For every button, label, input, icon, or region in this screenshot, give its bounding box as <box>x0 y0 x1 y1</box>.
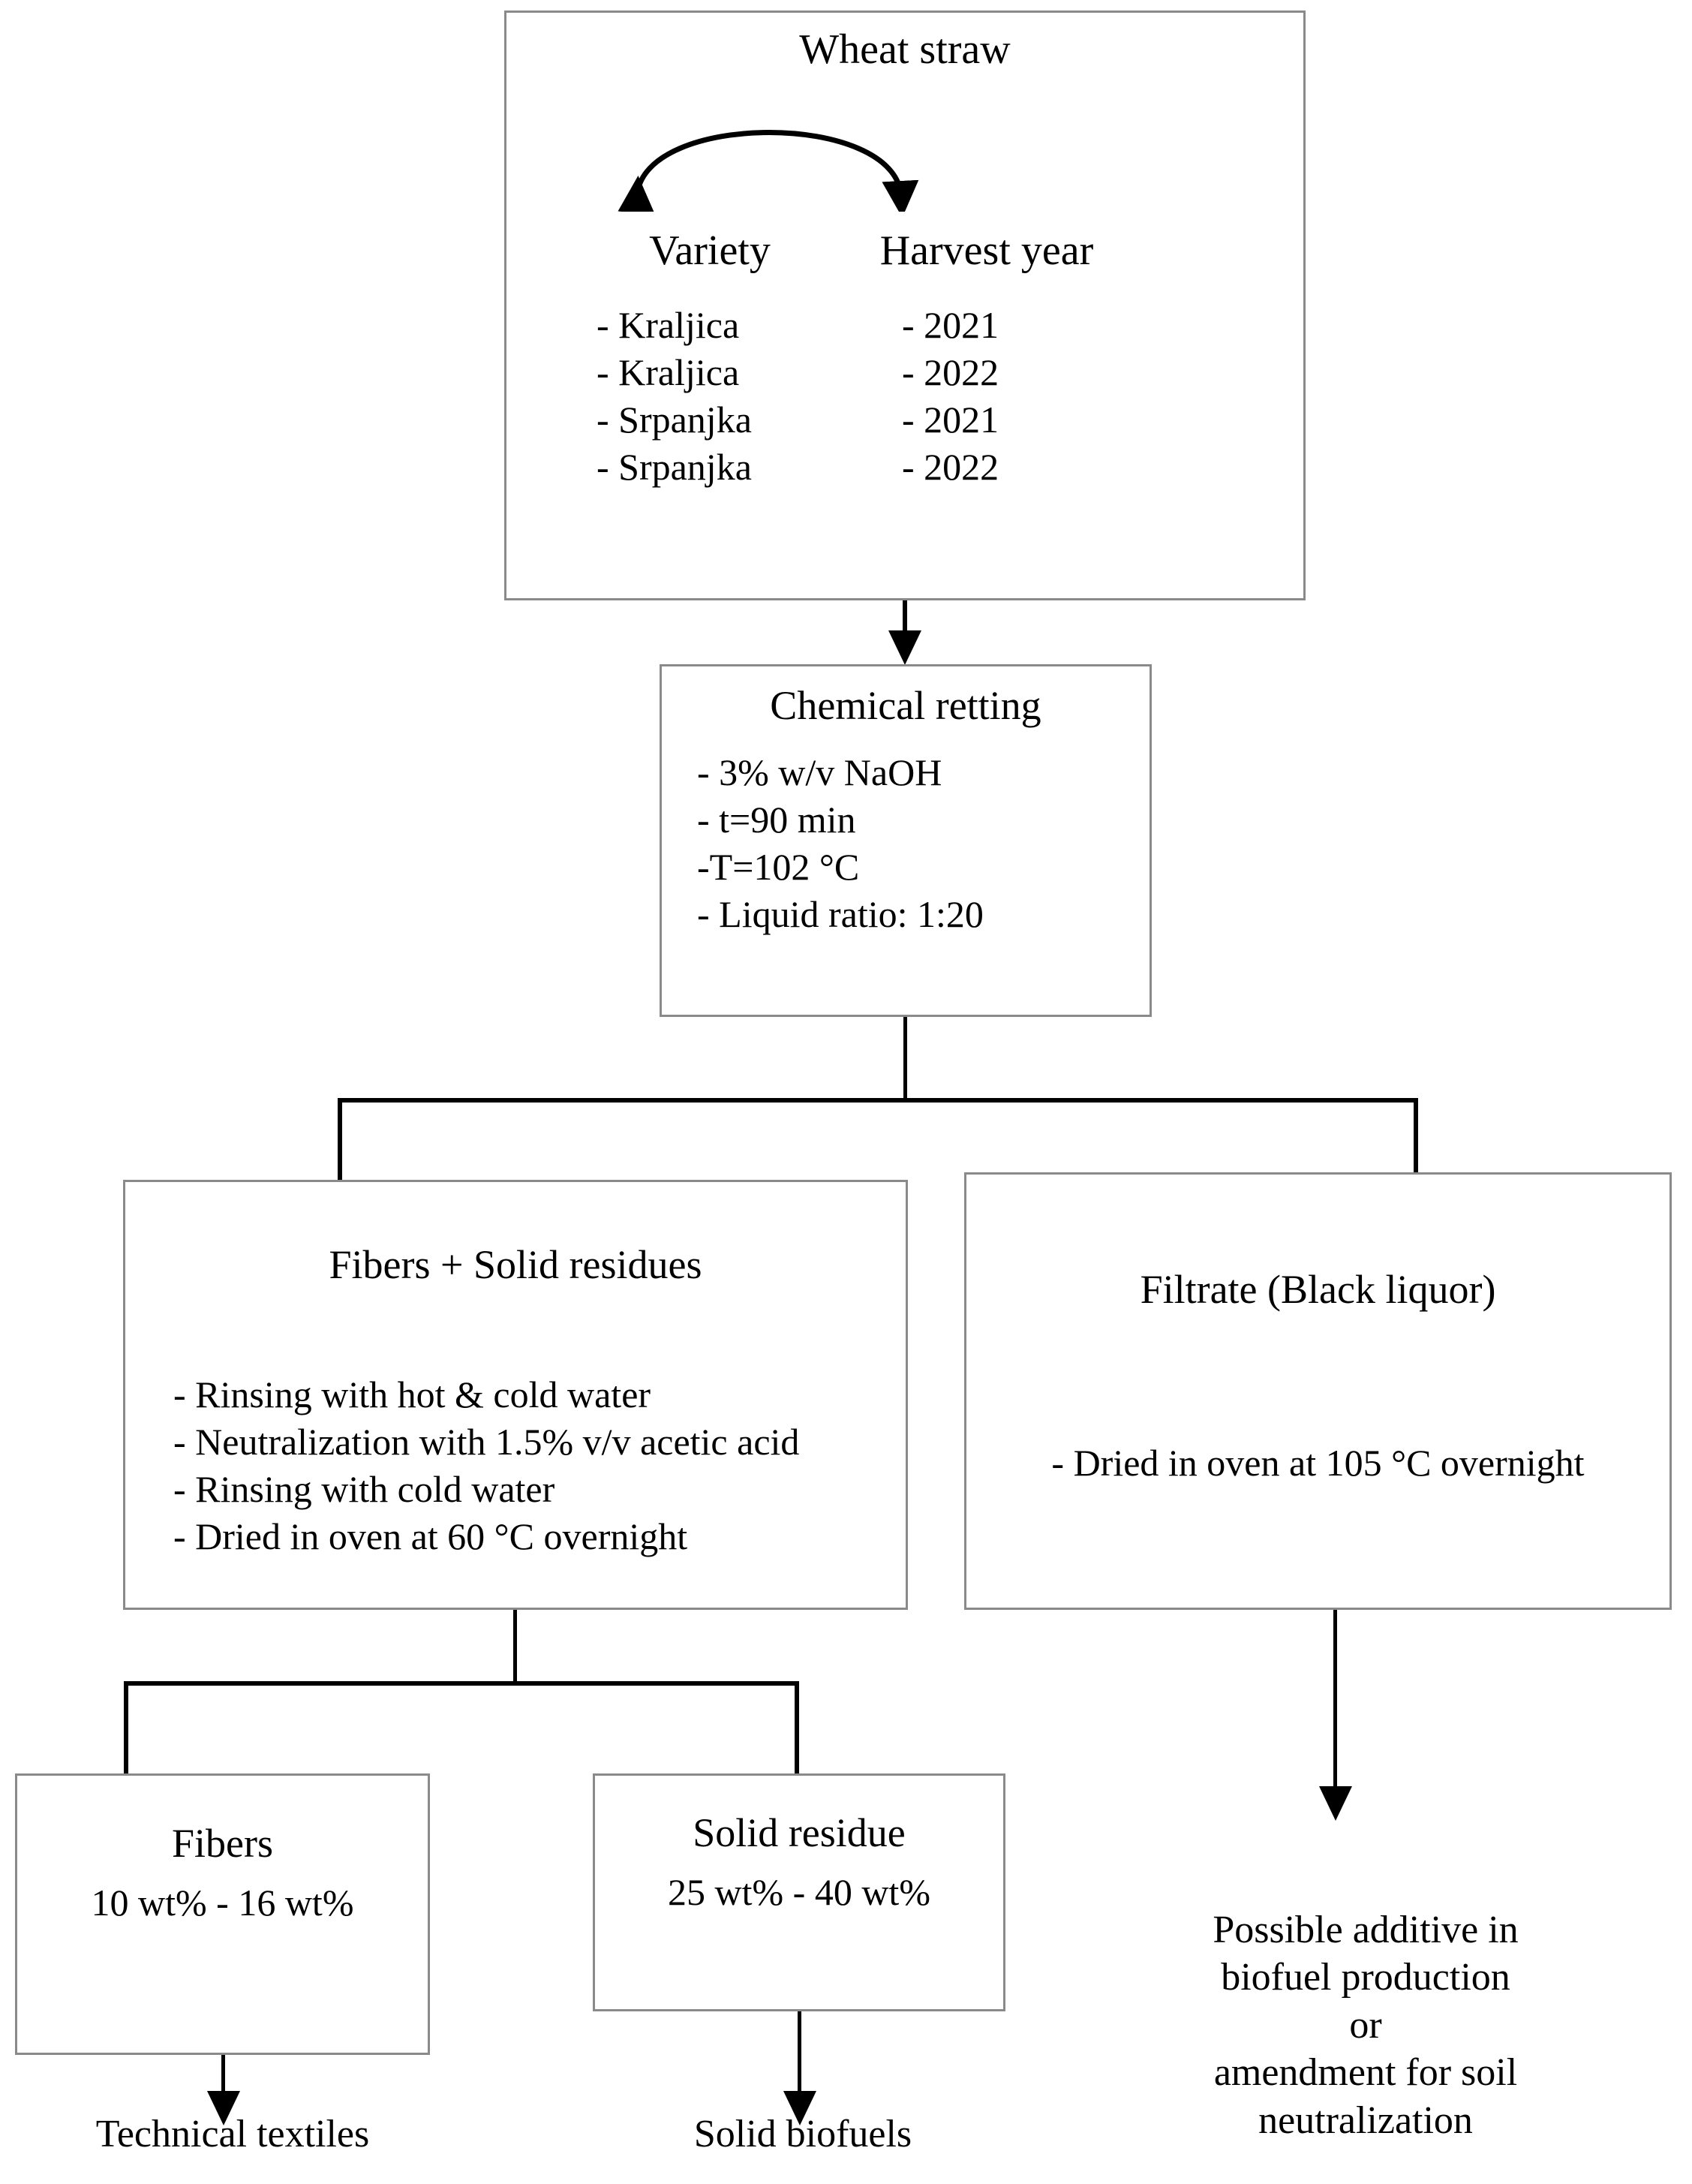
possible-additive-label: Possible additive in biofuel production … <box>1213 1909 1519 2142</box>
connector-retting-stem <box>903 1017 907 1101</box>
wheat-straw-box: Wheat straw Variety Harvest year - Kralj… <box>504 11 1306 600</box>
fibers-solid-residues-list: - Rinsing with hot & cold water - Neutra… <box>173 1371 799 1560</box>
filtrate-black-liquor-box: Filtrate (Black liquor) - Dried in oven … <box>964 1172 1672 1610</box>
list-item: - Rinsing with cold water <box>173 1468 555 1510</box>
solid-residue-title: Solid residue <box>693 1810 906 1855</box>
arrowhead-to-textiles-icon <box>207 2091 240 2125</box>
list-item: - Srpanjka <box>597 399 752 441</box>
connector-split-bar-1 <box>338 1098 1418 1103</box>
list-item: - Srpanjka <box>597 446 752 488</box>
list-item: - Liquid ratio: 1:20 <box>697 893 984 935</box>
connector-drop-to-solid-residue <box>795 1681 799 1776</box>
fibers-solid-residues-title: Fibers + Solid residues <box>329 1242 702 1287</box>
chemical-retting-title: Chemical retting <box>770 683 1041 728</box>
connector-fsr-stem <box>513 1610 517 1684</box>
list-item: - 2021 <box>902 399 999 441</box>
connector-wheat-to-retting <box>903 600 907 634</box>
arrowhead-to-biofuels-icon <box>783 2091 816 2125</box>
fibers-title: Fibers <box>172 1821 273 1866</box>
connector-filtrate-to-additive <box>1333 1610 1337 1790</box>
filtrate-list: - Dried in oven at 105 °C overnight <box>966 1439 1669 1487</box>
filtrate-title: Filtrate (Black liquor) <box>1140 1267 1496 1312</box>
variety-heading: Variety <box>649 227 771 274</box>
list-item: - Kraljica <box>597 351 740 393</box>
connector-drop-to-fibers <box>124 1681 128 1776</box>
list-item: - Kraljica <box>597 304 740 346</box>
list-item: - Dried in oven at 105 °C overnight <box>1051 1442 1585 1484</box>
fibers-box: Fibers 10 wt% - 16 wt% <box>15 1773 430 2055</box>
solid-biofuels-label: Solid biofuels <box>693 2113 912 2155</box>
connector-fibers-to-textiles <box>221 2055 225 2094</box>
solid-residue-box: Solid residue 25 wt% - 40 wt% <box>593 1773 1005 2011</box>
list-item: -T=102 °C <box>697 846 860 888</box>
list-item: - 3% w/v NaOH <box>697 751 942 793</box>
harvest-year-heading: Harvest year <box>879 227 1094 274</box>
connector-drop-to-filtrate <box>1414 1098 1418 1175</box>
fibers-solid-residues-box: Fibers + Solid residues - Rinsing with h… <box>123 1180 908 1610</box>
wheat-straw-title: Wheat straw <box>799 26 1011 73</box>
list-item: - 2021 <box>902 304 999 346</box>
connector-split-bar-2 <box>124 1681 799 1686</box>
connector-drop-to-fibers-solid <box>338 1098 342 1182</box>
list-item: - 2022 <box>902 446 999 488</box>
list-item: - Dried in oven at 60 °C overnight <box>173 1515 688 1557</box>
list-item: - t=90 min <box>697 799 856 841</box>
harvest-year-list: - 2021 - 2022 - 2021 - 2022 <box>902 302 999 491</box>
arrowhead-to-retting-icon <box>888 630 921 665</box>
technical-textiles-label: Technical textiles <box>95 2113 370 2155</box>
branching-curved-arrow-icon <box>618 130 919 212</box>
fibers-yield-value: 10 wt% - 16 wt% <box>91 1882 354 1924</box>
list-item: - Neutralization with 1.5% v/v acetic ac… <box>173 1421 800 1463</box>
solid-residue-yield-value: 25 wt% - 40 wt% <box>668 1871 930 1913</box>
list-item: - 2022 <box>902 351 999 393</box>
arrowhead-to-additive-icon <box>1319 1786 1352 1821</box>
chemical-retting-box: Chemical retting - 3% w/v NaOH - t=90 mi… <box>660 664 1152 1017</box>
list-item: - Rinsing with hot & cold water <box>173 1373 651 1415</box>
variety-list: - Kraljica - Kraljica - Srpanjka - Srpan… <box>597 302 752 491</box>
connector-solid-residue-to-biofuels <box>798 2011 801 2094</box>
chemical-retting-list: - 3% w/v NaOH - t=90 min -T=102 °C - Liq… <box>697 749 984 938</box>
